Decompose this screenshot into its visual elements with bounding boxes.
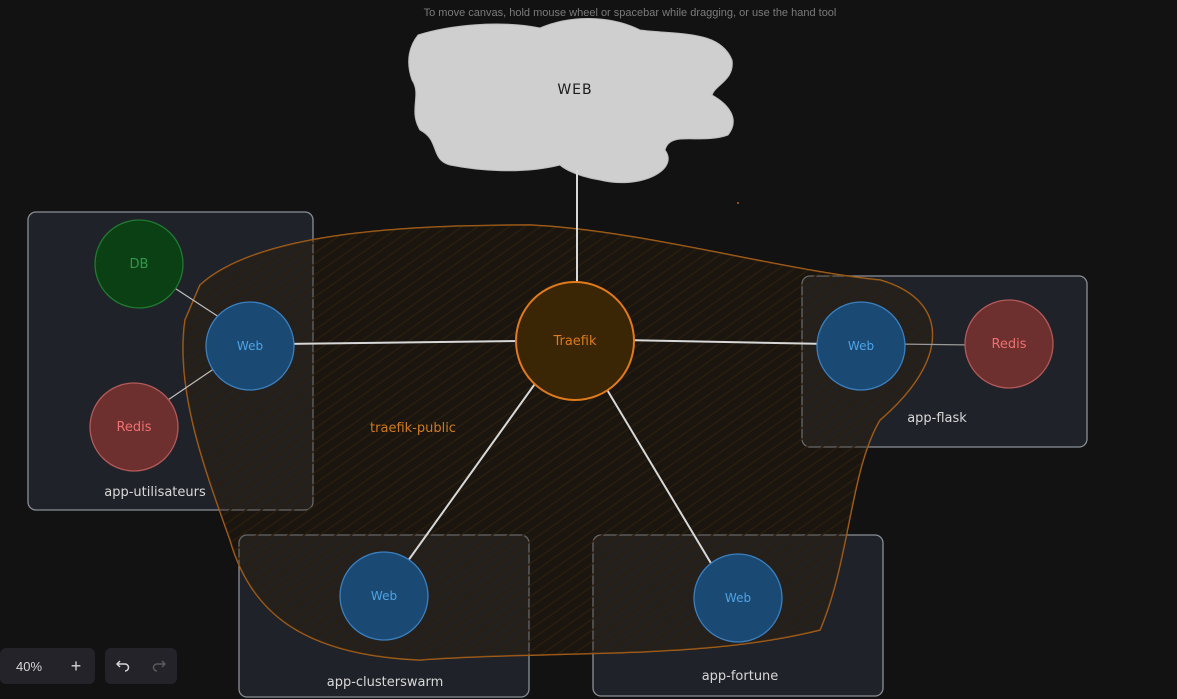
stray-dot: [737, 202, 739, 204]
group-label-clusterswarm: app-clusterswarm: [327, 675, 444, 690]
plus-icon[interactable]: +: [70, 655, 82, 676]
db-label-utilisateurs: DB: [130, 257, 149, 272]
redis-label-flask: Redis: [991, 337, 1026, 352]
web-cloud[interactable]: [408, 18, 734, 184]
web-label-flask: Web: [848, 339, 874, 353]
zoom-level[interactable]: 40%: [15, 658, 43, 674]
db-node-utilisateurs[interactable]: [94, 219, 184, 309]
web-label-clusterswarm: Web: [371, 589, 397, 603]
traefik-label: Traefik: [552, 334, 597, 349]
traefik-node[interactable]: [515, 281, 635, 401]
traefik-public-zone[interactable]: [182, 224, 934, 661]
redis-node-flask[interactable]: [964, 299, 1054, 389]
web-node-flask[interactable]: [816, 301, 906, 391]
web-node-clusterswarm[interactable]: [339, 551, 429, 641]
canvas-hint: To move canvas, hold mouse wheel or spac…: [423, 7, 837, 19]
network-label: traefik-public: [370, 421, 456, 436]
redis-label-utilisateurs: Redis: [116, 420, 151, 435]
web-label-utilisateurs: Web: [237, 339, 263, 353]
web-node-fortune[interactable]: [693, 553, 783, 643]
connections: [161, 170, 976, 571]
redo-icon[interactable]: [141, 648, 177, 684]
web-label-fortune: Web: [725, 591, 751, 605]
group-label-fortune: app-fortune: [702, 669, 779, 684]
cloud-label: WEB: [557, 82, 592, 98]
group-label-utilisateurs: app-utilisateurs: [104, 485, 206, 500]
history-controls: [105, 648, 177, 684]
undo-icon[interactable]: [105, 648, 141, 684]
redis-node-utilisateurs[interactable]: [89, 382, 179, 472]
group-label-flask: app-flask: [907, 411, 967, 426]
zoom-controls: 40% +: [0, 648, 95, 684]
web-node-utilisateurs[interactable]: [205, 301, 295, 391]
